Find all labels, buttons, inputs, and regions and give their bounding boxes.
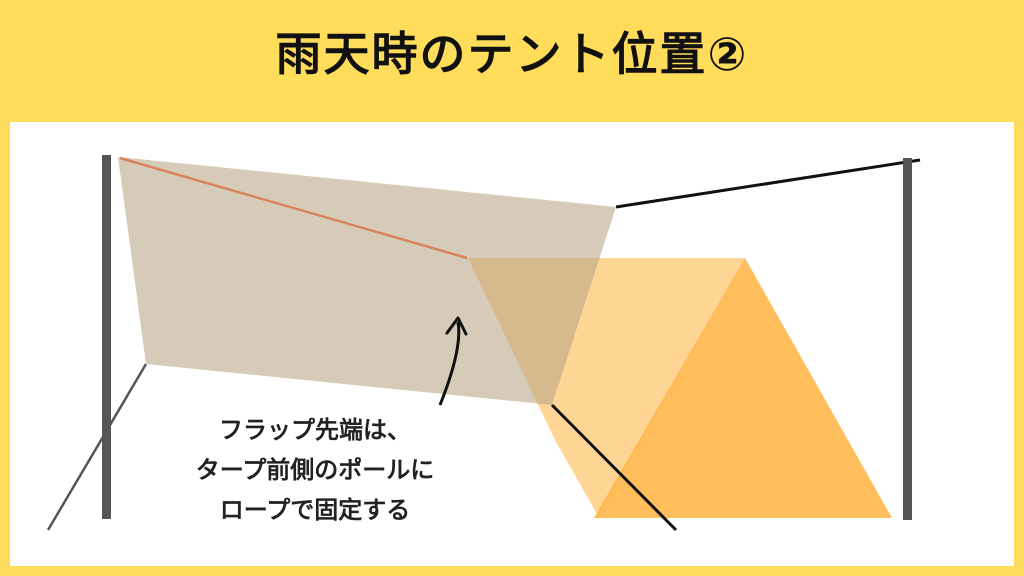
tarp-ridge-line: [119, 156, 468, 260]
right-guy-rope: [615, 158, 921, 209]
arrow-head-icon: [445, 316, 468, 336]
left-guy-rope: [46, 363, 148, 531]
right-pole: [903, 158, 912, 520]
caption-line-1: フラップ先端は、: [219, 416, 411, 444]
flap-rope: [550, 403, 678, 532]
caption-line-3: ロープで固定する: [219, 496, 411, 524]
caption: フラップ先端は、 タープ前側のポールに ロープで固定する: [150, 410, 480, 530]
page-title: 雨天時のテント位置②: [275, 27, 749, 81]
caption-line-2: タープ前側のポールに: [195, 456, 435, 484]
tent-body: [594, 258, 892, 518]
left-pole: [102, 155, 111, 519]
arrow-shaft: [438, 321, 461, 406]
tarp-sheet: [118, 157, 616, 405]
